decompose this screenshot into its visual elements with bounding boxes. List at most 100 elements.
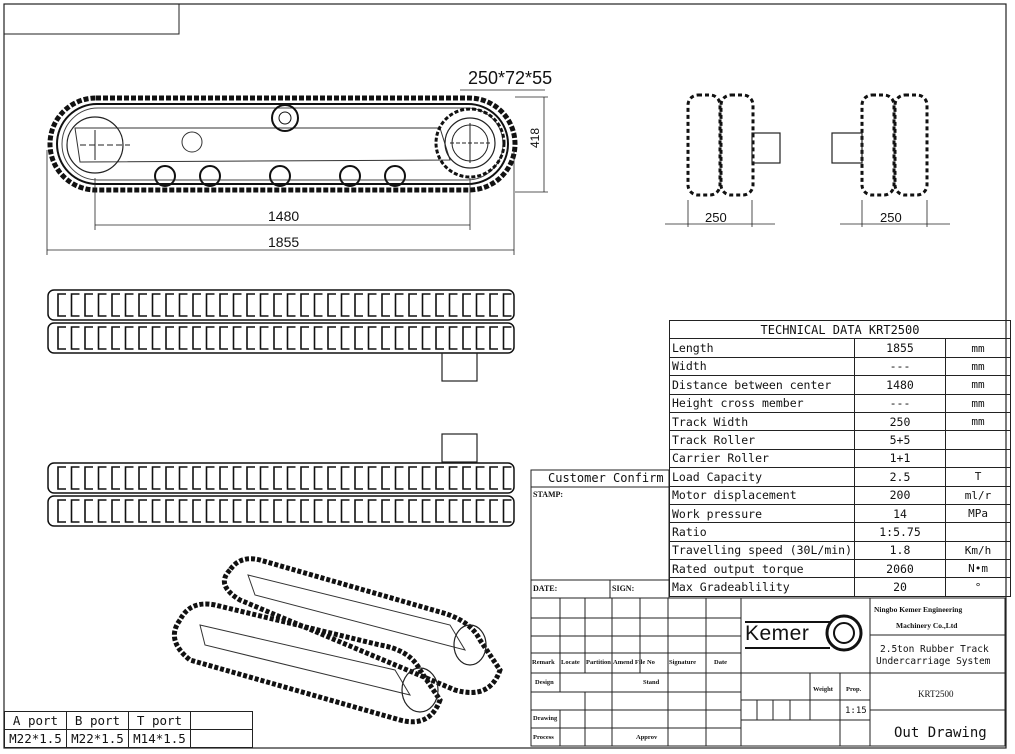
tech-unit	[945, 430, 1012, 450]
rev-locate: Locate	[561, 659, 580, 666]
tread-lug	[462, 466, 471, 490]
tread-lug	[408, 466, 417, 490]
tech-unit: mm	[945, 338, 1012, 358]
tech-name: Ratio	[668, 522, 856, 542]
tread-lug	[138, 326, 147, 350]
tread-lug	[489, 293, 498, 317]
tread-lug	[97, 293, 107, 317]
tread-lug	[354, 466, 363, 490]
port-t-header: T port	[128, 711, 191, 730]
tread-lug	[273, 326, 282, 350]
tread-lug	[435, 466, 444, 490]
tread-lug	[205, 466, 215, 490]
tread-lug	[57, 293, 66, 317]
design-label: Design	[535, 679, 554, 686]
port-a-value: M22*1.5	[4, 729, 67, 748]
company-name-line1: Ningbo Kemer Engineering	[874, 605, 963, 614]
tread-lug	[232, 293, 242, 317]
ports-table: A port B port T port M22*1.5 M22*1.5 M14…	[4, 711, 253, 748]
tread-lug	[489, 466, 498, 490]
tread-lug	[246, 466, 255, 490]
tread-lug	[178, 293, 188, 317]
port-a-header: A port	[4, 711, 67, 730]
tread-lug	[205, 326, 215, 350]
tread-lug	[367, 499, 377, 523]
tread-lug	[205, 499, 215, 523]
center-distance-dimension: 1480	[268, 208, 300, 224]
tech-unit: mm	[945, 411, 1012, 432]
tread-lug	[381, 499, 390, 523]
tread-lug	[178, 499, 188, 523]
tread-lug	[273, 466, 282, 490]
end-view-left	[665, 93, 781, 227]
tech-value: 2.5	[854, 467, 947, 487]
tread-lug	[489, 326, 498, 350]
port-b-header: B port	[66, 711, 129, 730]
tread-lug	[232, 466, 242, 490]
tread-lug	[286, 293, 296, 317]
tech-row: Height cross member---mm	[668, 393, 1012, 413]
tech-value: 1855	[854, 338, 947, 358]
model-number: KRT2500	[918, 689, 954, 699]
tread-lug	[421, 499, 431, 523]
tread-lug	[259, 326, 269, 350]
tech-name: Carrier Roller	[668, 448, 856, 469]
tread-lug	[138, 466, 147, 490]
company-name-line2: Machinery Co.,Ltd	[896, 621, 958, 630]
tech-unit: °	[945, 577, 1012, 597]
tread-lug	[381, 326, 390, 350]
process-label: Process	[533, 734, 554, 741]
tread-lug	[192, 499, 201, 523]
tech-name: Rated output torque	[668, 559, 856, 579]
tread-lug	[151, 326, 161, 350]
tread-lug	[124, 326, 134, 350]
tread-lug	[111, 466, 120, 490]
tread-lug	[124, 466, 134, 490]
tread-lug	[219, 326, 228, 350]
tread-lug	[421, 466, 431, 490]
tread-lug	[394, 466, 404, 490]
tech-value: 1480	[854, 375, 947, 395]
tread-lug	[462, 499, 471, 523]
tech-value: 20	[854, 577, 947, 597]
stamp-label: STAMP:	[533, 490, 564, 499]
tread-lug	[151, 499, 161, 523]
tread-lug	[475, 466, 485, 490]
tread-lug	[138, 499, 147, 523]
tech-value: 1.8	[854, 540, 947, 561]
tread-lug	[84, 326, 93, 350]
tread-lug	[259, 293, 269, 317]
tread-lug	[286, 326, 296, 350]
product-line2: Undercarriage System	[876, 656, 991, 667]
end-view-right	[831, 93, 950, 227]
prop-label: Prop.	[846, 686, 862, 693]
tread-lug	[246, 326, 255, 350]
tech-name: Motor displacement	[668, 485, 856, 505]
tread-lug	[124, 499, 134, 523]
tech-unit: N•m	[945, 559, 1012, 579]
port-extra-value	[190, 729, 253, 748]
date-label: DATE:	[533, 584, 558, 593]
tread-lug	[502, 466, 512, 490]
tread-lug	[448, 499, 458, 523]
width-rear-dimension: 250	[880, 210, 902, 225]
rev-amend: Amend File No	[613, 659, 655, 666]
tread-lug	[340, 293, 350, 317]
tread-lug	[394, 326, 404, 350]
title-block-grid	[530, 469, 1006, 747]
tread-lug	[421, 293, 431, 317]
rev-signature: Signature	[669, 659, 696, 666]
tech-unit: mm	[945, 375, 1012, 395]
tread-lug	[435, 499, 444, 523]
tread-lug	[111, 326, 120, 350]
tread-lug	[97, 466, 107, 490]
tread-lug	[178, 466, 188, 490]
tread-lug	[259, 466, 269, 490]
tread-lug	[367, 293, 377, 317]
tread-lug	[462, 326, 471, 350]
